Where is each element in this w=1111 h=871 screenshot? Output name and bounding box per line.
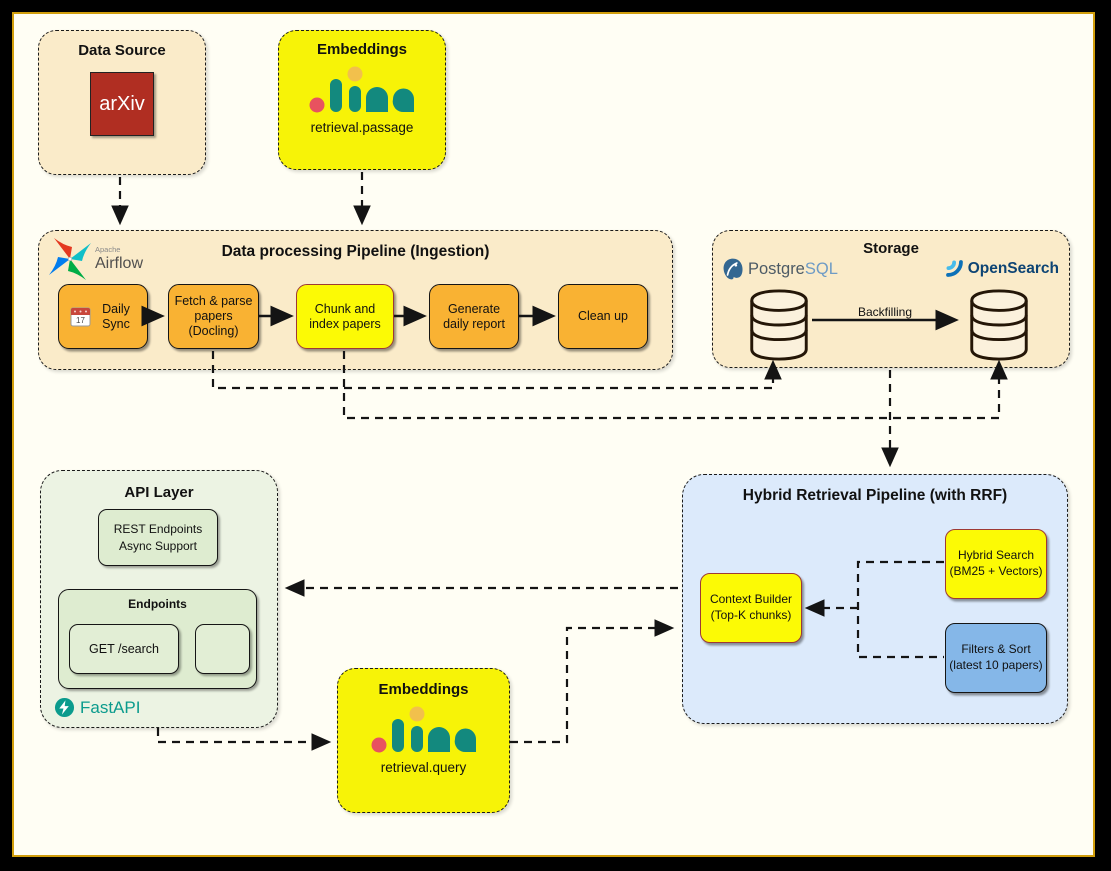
ingestion-pipeline-title: Data processing Pipeline (Ingestion) <box>221 243 490 260</box>
get-search-endpoint-box: GET /search <box>69 624 179 674</box>
filters-sort-line2: (latest 10 papers) <box>949 658 1043 672</box>
postgresql-logo: PostgreSQL <box>721 257 838 281</box>
rest-endpoints-box: REST Endpoints Async Support <box>98 509 218 566</box>
storage-container: Storage PostgreSQL OpenSearch <box>712 230 1070 368</box>
opensearch-swirl-icon <box>945 260 963 277</box>
hybrid-retrieval-container: Hybrid Retrieval Pipeline (with RRF) Con… <box>682 474 1068 724</box>
api-layer-title: API Layer <box>124 484 194 501</box>
fastapi-bolt-icon <box>54 697 75 718</box>
embeddings-query-model: retrieval.query <box>380 760 467 775</box>
backfilling-label: Backfilling <box>857 305 913 319</box>
task-clean-up-label: Clean up <box>577 309 629 323</box>
embeddings-passage-title: Embeddings <box>316 41 407 58</box>
airflow-apache-label: Apache <box>95 245 121 255</box>
empty-endpoint-box <box>195 624 250 674</box>
data-source-title: Data Source <box>78 42 166 59</box>
embeddings-passage-model: retrieval.passage <box>310 120 414 135</box>
arxiv-logo-text: arXiv <box>99 92 145 115</box>
task-chunk-index: Chunk and index papers <box>296 284 394 349</box>
storage-title: Storage <box>863 240 919 257</box>
context-builder-line2: (Top-K chunks) <box>710 608 792 622</box>
hybrid-search-box: Hybrid Search (BM25 + Vectors) <box>945 529 1047 599</box>
task-clean-up: Clean up <box>558 284 648 349</box>
fastapi-logo: FastAPI <box>54 697 140 718</box>
embeddings-query-title: Embeddings <box>378 681 469 698</box>
context-builder-box: Context Builder (Top-K chunks) <box>700 573 802 643</box>
opensearch-label: OpenSearch <box>967 259 1059 277</box>
embeddings-query-container: Embeddings retrieval.query <box>337 668 510 813</box>
opensearch-database-cylinder-icon <box>967 289 1031 361</box>
hybrid-search-line1: Hybrid Search <box>957 548 1035 563</box>
jina-logo <box>279 66 445 114</box>
opensearch-logo: OpenSearch <box>945 259 1059 278</box>
task-daily-sync-label: Daily Sync <box>102 301 130 331</box>
ingestion-pipeline-container: Apache Airflow Data processing Pipeline … <box>38 230 673 370</box>
airflow-pinwheel-icon <box>49 238 91 280</box>
endpoints-group-box: Endpoints GET /search <box>58 589 257 689</box>
task-generate-report: Generate daily report <box>429 284 519 349</box>
airflow-logo: Apache Airflow <box>47 236 143 282</box>
task-daily-sync: 17 Daily Sync <box>58 284 148 349</box>
task-fetch-parse-label: Fetch & parse papers (Docling) <box>174 294 253 338</box>
hybrid-retrieval-title: Hybrid Retrieval Pipeline (with RRF) <box>742 487 1008 504</box>
filters-sort-box: Filters & Sort (latest 10 papers) <box>945 623 1047 693</box>
jina-logo <box>338 706 509 754</box>
get-search-label: GET /search <box>89 642 159 656</box>
postgres-database-cylinder-icon <box>747 289 811 361</box>
task-chunk-index-label: Chunk and index papers <box>309 301 381 331</box>
postgresql-label-b: SQL <box>804 259 838 278</box>
airflow-label: Airflow <box>95 254 144 272</box>
filters-sort-line1: Filters & Sort <box>961 642 1031 657</box>
hybrid-search-line2: (BM25 + Vectors) <box>949 564 1043 578</box>
arxiv-logo: arXiv <box>90 72 154 136</box>
rest-endpoints-line1: REST Endpoints <box>113 522 203 537</box>
rest-endpoints-line2: Async Support <box>118 538 198 553</box>
calendar-icon: 17 <box>70 307 91 327</box>
task-fetch-parse: Fetch & parse papers (Docling) <box>168 284 259 349</box>
fastapi-label: FastAPI <box>80 697 141 717</box>
postgresql-elephant-icon <box>723 258 743 280</box>
data-source-container: Data Source arXiv <box>38 30 206 175</box>
task-generate-report-label: Generate daily report <box>443 301 505 331</box>
context-builder-line1: Context Builder <box>709 592 793 607</box>
svg-text:17: 17 <box>76 316 85 325</box>
endpoints-title: Endpoints <box>128 597 187 611</box>
api-layer-container: API Layer REST Endpoints Async Support E… <box>40 470 278 728</box>
embeddings-passage-container: Embeddings retrieval.passage <box>278 30 446 170</box>
postgresql-label-a: Postgre <box>748 259 805 278</box>
